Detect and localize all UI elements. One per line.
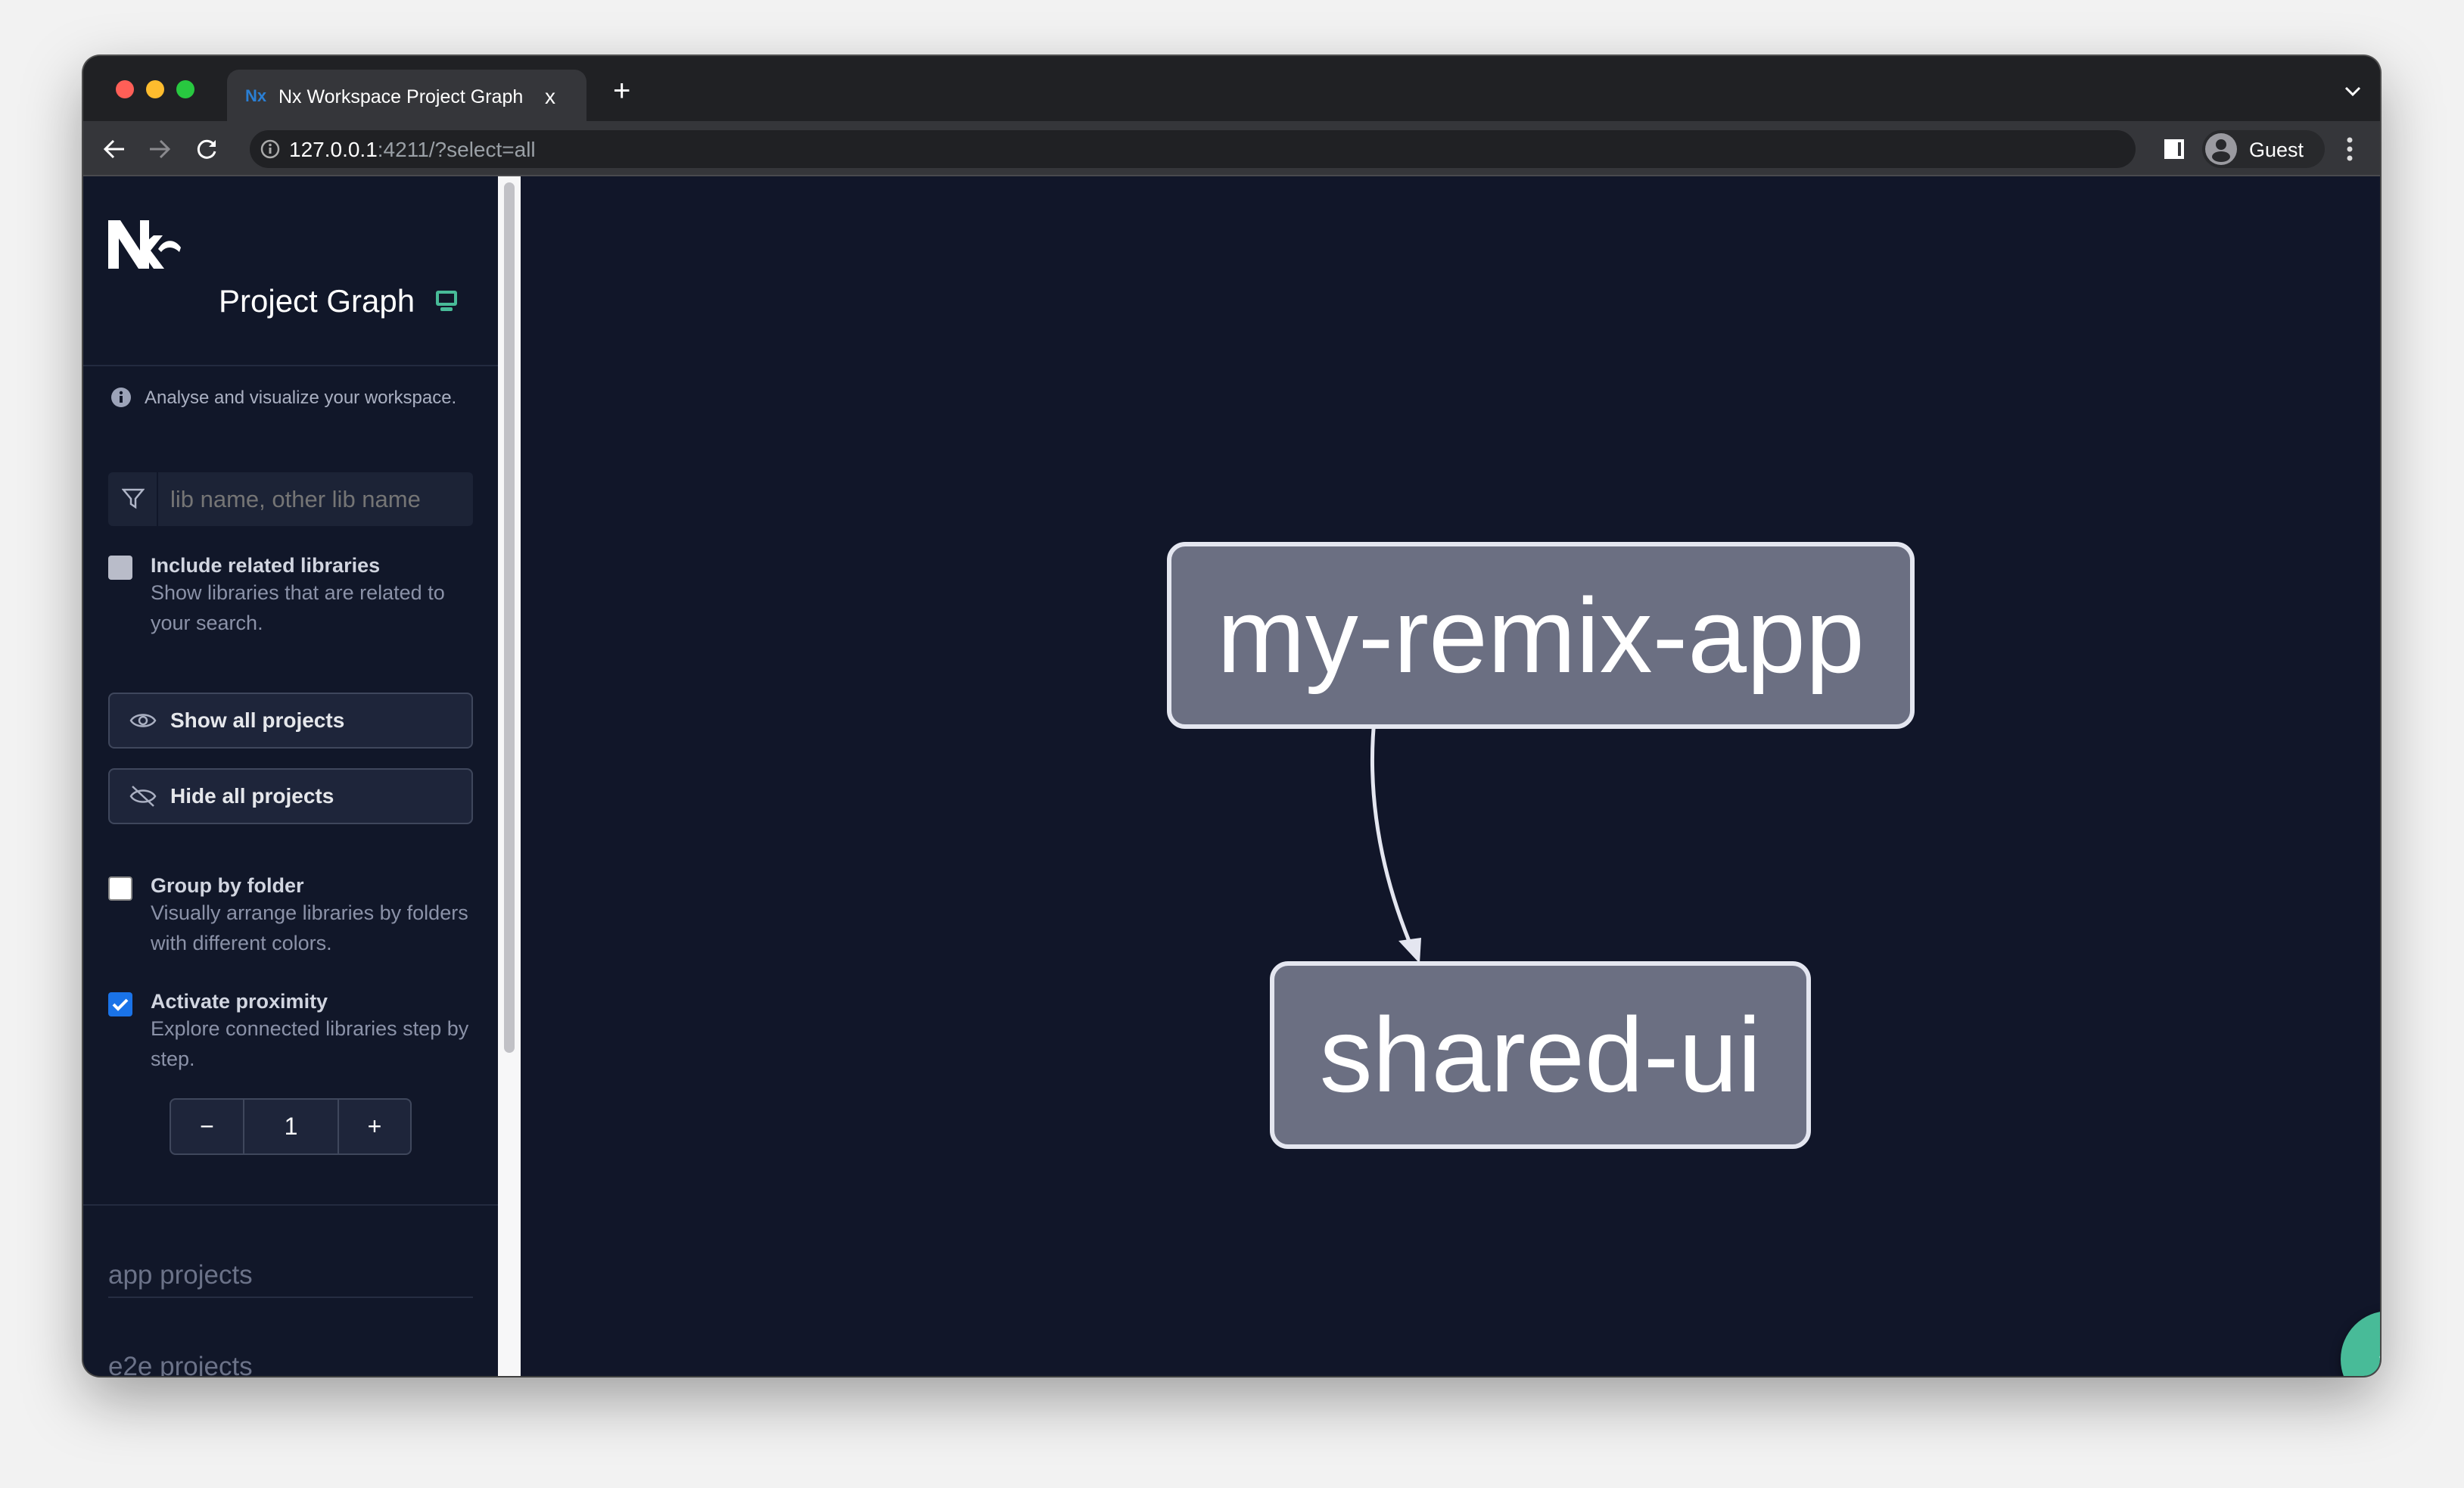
eye-off-icon: [129, 786, 157, 807]
more-menu-icon[interactable]: [2346, 136, 2354, 162]
profile-button[interactable]: Guest: [2202, 130, 2325, 168]
section-app-projects: app projects: [108, 1260, 473, 1298]
section-e2e-projects: e2e projects: [108, 1352, 473, 1376]
increment-button[interactable]: +: [367, 1113, 382, 1140]
guest-avatar-icon: [2205, 133, 2237, 165]
sidebar-scrollbar[interactable]: [498, 176, 521, 1376]
decrement-button[interactable]: −: [171, 1100, 244, 1153]
browser-window: Nx Nx Workspace Project Graph x + 127.0.…: [83, 56, 2380, 1376]
filter-funnel-icon: [122, 488, 145, 509]
checkmark-icon: [112, 998, 129, 1011]
new-tab-button[interactable]: +: [613, 74, 631, 107]
address-bar[interactable]: 127.0.0.1:4211/?select=all: [250, 130, 2136, 168]
browser-toolbar: 127.0.0.1:4211/?select=all Guest: [83, 121, 2380, 176]
side-panel-icon[interactable]: [2164, 139, 2184, 159]
stepper-value[interactable]: 1: [244, 1100, 339, 1153]
proximity-stepper: − 1 +: [170, 1098, 412, 1155]
url-path: :4211/?select=all: [377, 138, 536, 161]
graph-node-shared-ui[interactable]: shared-ui: [1270, 961, 1811, 1149]
group-by-folder-label: Group by folder: [151, 874, 304, 897]
forward-arrow-icon[interactable]: [148, 138, 171, 160]
tab-list-chevron-icon[interactable]: [2344, 86, 2361, 97]
url-host: 127.0.0.1: [289, 138, 378, 161]
filter-input[interactable]: [164, 472, 467, 526]
hide-all-label: Hide all projects: [170, 784, 334, 808]
include-related-label: Include related libraries: [151, 554, 381, 577]
browser-tab[interactable]: Nx Nx Workspace Project Graph x: [227, 70, 586, 121]
activate-proximity-description: Explore connected libraries step by step…: [151, 1017, 469, 1070]
group-by-folder-description: Visually arrange libraries by folders wi…: [151, 901, 468, 954]
filter-input-wrapper[interactable]: [108, 472, 473, 526]
nx-favicon-icon: Nx: [245, 86, 267, 105]
activate-proximity-checkbox[interactable]: [108, 992, 132, 1016]
page-title: Project Graph: [219, 283, 415, 319]
activate-proximity-label: Activate proximity: [151, 990, 328, 1013]
reload-icon[interactable]: [195, 138, 218, 160]
info-icon: [111, 388, 131, 407]
sidebar: Project Graph Analyse and visualize your…: [83, 176, 498, 1376]
info-text: Analyse and visualize your workspace.: [145, 388, 457, 408]
hide-all-projects-button[interactable]: Hide all projects: [108, 768, 473, 824]
divider: [83, 1204, 498, 1206]
nx-logo-icon: [108, 220, 181, 269]
tab-bar: Nx Nx Workspace Project Graph x +: [83, 56, 2380, 121]
show-all-label: Show all projects: [170, 708, 345, 732]
group-by-folder-checkbox[interactable]: [108, 876, 132, 901]
site-info-icon[interactable]: [260, 139, 280, 159]
tab-close-icon[interactable]: x: [545, 85, 555, 108]
eye-icon: [129, 714, 157, 727]
graph-node-my-remix-app[interactable]: my-remix-app: [1167, 542, 1915, 729]
include-related-checkbox[interactable]: [108, 556, 132, 580]
edge-arrowhead: [1398, 938, 1421, 963]
show-all-projects-button[interactable]: Show all projects: [108, 693, 473, 749]
scrollbar-thumb[interactable]: [504, 182, 515, 1053]
tab-title: Nx Workspace Project Graph: [278, 86, 524, 107]
maximize-window-button[interactable]: [176, 80, 194, 98]
monitor-icon[interactable]: [434, 289, 459, 313]
close-window-button[interactable]: [116, 80, 134, 98]
include-related-description: Show libraries that are related to your …: [151, 581, 445, 634]
download-icon: [2375, 1356, 2380, 1374]
graph-canvas[interactable]: my-remix-app shared-ui: [521, 176, 2380, 1376]
graph-edges: [1370, 611, 1421, 963]
divider: [83, 365, 498, 366]
minimize-window-button[interactable]: [146, 80, 164, 98]
back-arrow-icon[interactable]: [103, 138, 126, 160]
profile-label: Guest: [2249, 139, 2304, 161]
